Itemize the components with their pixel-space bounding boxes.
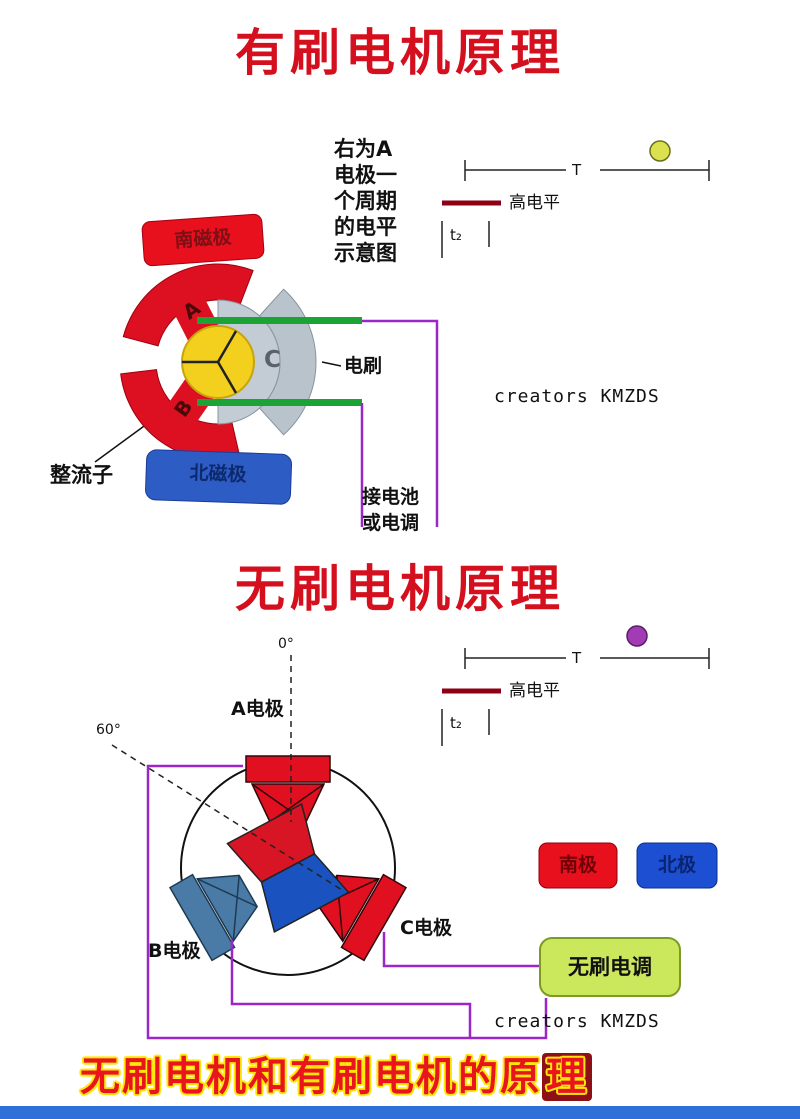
wire-top-brush xyxy=(362,319,439,527)
footer-caption-main: 无刷电机和有刷电机的原 xyxy=(80,1054,542,1100)
brushed-motor-diagram xyxy=(94,213,439,527)
brushed-section-title: 有刷电机原理 xyxy=(235,24,565,82)
period-label-2: T xyxy=(572,649,582,667)
period-label-1: T xyxy=(572,161,582,179)
brush-pointer-line xyxy=(321,361,342,367)
high-level-label-1: 高电平 xyxy=(509,193,560,213)
wire-phase-b xyxy=(230,940,472,1038)
credit-text-1: creators KMZDS xyxy=(494,386,660,407)
electrode-a-label: A电极 xyxy=(231,698,284,720)
legend-north-box xyxy=(636,842,718,889)
north-magnet-banner xyxy=(145,449,293,505)
electrode-b-label: B电极 xyxy=(148,940,201,962)
south-magnet-banner xyxy=(141,213,265,267)
esc-label: 无刷电调 xyxy=(568,955,652,979)
rotor-north-half xyxy=(260,852,350,933)
legend-north-label: 北极 xyxy=(657,854,696,876)
battery-label: 接电池 或电调 xyxy=(362,486,420,534)
commutator-label: 整流子 xyxy=(50,463,113,487)
stator-coil-a xyxy=(245,755,331,823)
yellow-marker-dot xyxy=(649,140,671,162)
bottom-blue-bar xyxy=(0,1106,800,1119)
waveform-note: 右为A 电极一 个周期 的电平 示意图 xyxy=(334,137,397,265)
esc-box xyxy=(539,937,681,997)
brush-label: 电刷 xyxy=(344,355,383,377)
t2-label-2: t₂ xyxy=(450,714,462,732)
brush-bottom xyxy=(197,399,362,406)
stator-coil-b xyxy=(168,873,259,962)
sixty-degree-dashed-line xyxy=(111,744,343,891)
t2-label-1: t₂ xyxy=(450,226,462,244)
high-level-label-2: 高电平 xyxy=(509,681,560,701)
credit-text-2: creators KMZDS xyxy=(494,1011,660,1032)
electrode-c-label: C电极 xyxy=(400,917,452,939)
brushless-timing-diagram xyxy=(441,648,710,746)
rotor-c-letter: C xyxy=(264,347,281,373)
legend-south-label: 南极 xyxy=(558,854,597,876)
brush-top xyxy=(197,317,362,324)
brushless-section-title: 无刷电机原理 xyxy=(235,560,565,618)
footer-caption: 无刷电机和有刷电机的原理 xyxy=(80,1044,592,1102)
purple-marker-dot xyxy=(626,625,648,647)
wire-phase-a xyxy=(146,764,548,1040)
angle-60-label: 60° xyxy=(96,722,121,738)
north-pole-label: 北磁极 xyxy=(189,462,247,486)
wire-phase-c xyxy=(382,932,540,968)
brushless-motor-diagram xyxy=(111,655,718,1040)
legend-south-box xyxy=(538,842,618,889)
angle-0-label: 0° xyxy=(278,636,294,652)
magnet-rotor xyxy=(226,803,350,933)
brushed-timing-diagram xyxy=(441,160,710,258)
footer-caption-boxed-char: 理 xyxy=(542,1053,592,1101)
commutator-segments xyxy=(182,330,238,394)
